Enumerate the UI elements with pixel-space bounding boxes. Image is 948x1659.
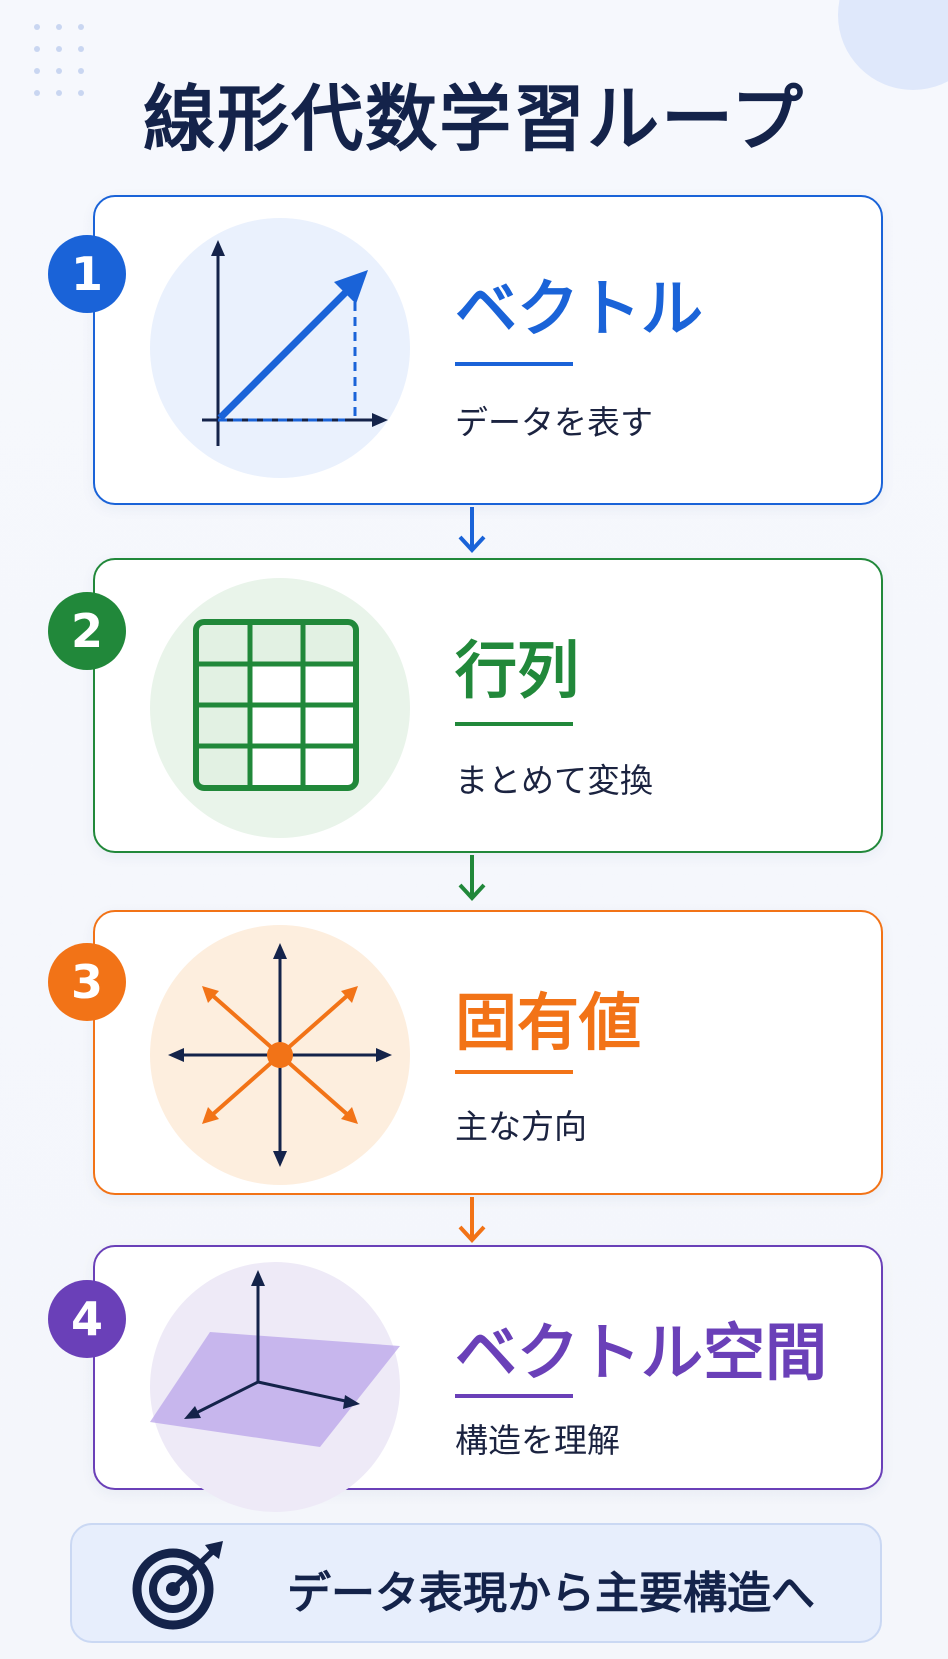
vector-arrow-icon [150,218,410,478]
step-number-badge: 3 [48,943,126,1021]
step-description: データを表す [455,403,653,442]
page-title: 線形代数学習ループ [143,77,805,161]
step-title: 固有値 [455,986,642,1059]
step-description: 構造を理解 [455,1421,620,1460]
matrix-grid-icon [150,578,410,838]
step-title: 行列 [455,634,580,707]
flow-arrow-down-icon [456,1195,488,1245]
step-title: ベクトル空間 [455,1316,828,1389]
summary-banner: データ表現から主要構造へ [70,1523,882,1643]
decorative-dots [34,24,94,114]
flow-arrow-down-icon [456,853,488,903]
step-number-badge: 4 [48,1280,126,1358]
summary-text: データ表現から主要構造へ [287,1568,815,1619]
step-description: 主な方向 [455,1107,587,1146]
step-underline [455,1394,573,1398]
eigen-directions-icon [150,925,410,1185]
step-title: ベクトル [455,272,704,345]
step-description: まとめて変換 [455,761,653,800]
step-underline [455,1070,573,1074]
flow-arrow-down-icon [456,505,488,555]
step-number-badge: 2 [48,592,126,670]
step-number-badge: 1 [48,235,126,313]
step-underline [455,362,573,366]
step-underline [455,722,573,726]
target-icon [127,1539,227,1631]
vector-space-plane-icon [150,1262,400,1512]
